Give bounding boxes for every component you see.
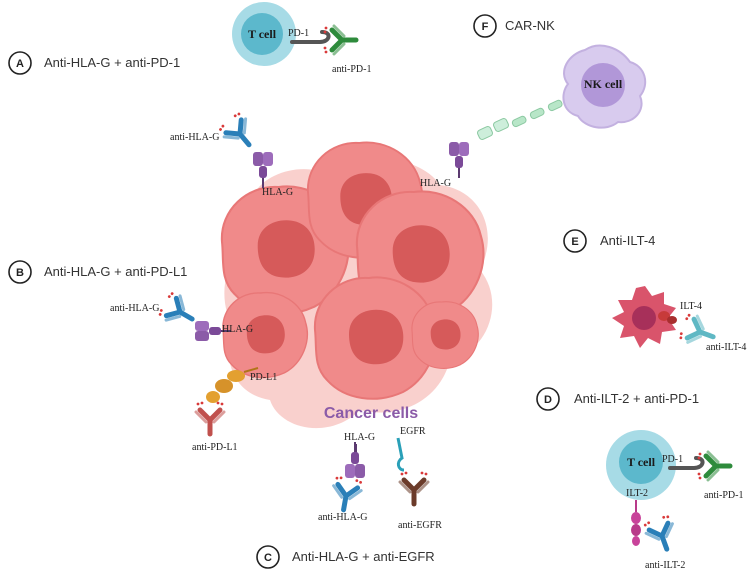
panel-b-badge xyxy=(8,260,32,284)
anti-pd1-label: anti-PD-1 xyxy=(332,64,371,75)
panel-f-title: CAR-NK xyxy=(505,18,555,33)
panel-e: E Anti-ILT-4 ILT-4 anti-ILT-4 xyxy=(563,229,746,353)
car-receptor xyxy=(477,99,563,141)
ilt4-receptor xyxy=(658,311,670,321)
cancer-cell xyxy=(222,291,309,379)
egfr-receptor xyxy=(396,437,405,472)
pd-l1-label: PD-L1 xyxy=(250,372,277,383)
anti-egfr-label: anti-EGFR xyxy=(398,520,442,531)
panel-d-letter: D xyxy=(544,394,552,406)
anti-hla-g-antibody-c xyxy=(330,475,363,512)
cancer-cell xyxy=(411,301,479,369)
anti-ilt2-antibody xyxy=(643,514,680,554)
pd1-label: PD-1 xyxy=(288,28,309,39)
anti-pd-l1-antibody xyxy=(196,402,224,434)
ilt4-cell xyxy=(612,286,676,348)
anti-pd1-label-d: anti-PD-1 xyxy=(704,490,743,501)
ilt2-label: ILT-2 xyxy=(626,488,648,499)
anti-hla-g-label-b: anti-HLA-G xyxy=(110,303,159,314)
panel-a-title: Anti-HLA-G + anti-PD-1 xyxy=(44,55,180,70)
panel-a-letter: A xyxy=(16,58,24,70)
panel-f: F CAR-NK NK cell HLA-G xyxy=(420,14,647,189)
anti-ilt4-label: anti-ILT-4 xyxy=(706,342,746,353)
panel-a-badge xyxy=(8,51,32,75)
panel-c: C Anti-HLA-G + anti-EGFR HLA-G anti-HLA-… xyxy=(256,426,442,569)
panel-e-title: Anti-ILT-4 xyxy=(600,233,655,248)
t-cell-label-d: T cell xyxy=(627,455,656,469)
panel-d-title: Anti-ILT-2 + anti-PD-1 xyxy=(574,391,699,406)
panel-c-letter: C xyxy=(264,552,272,564)
panel-f-letter: F xyxy=(482,21,489,33)
anti-egfr-antibody xyxy=(400,472,428,504)
cancer-cells-label: Cancer cells xyxy=(324,405,418,422)
anti-hla-g-label-c: anti-HLA-G xyxy=(318,512,367,523)
anti-hla-g-label: anti-HLA-G xyxy=(170,132,219,143)
panel-a: A Anti-HLA-G + anti-PD-1 T cell PD-1 ant… xyxy=(8,2,371,75)
hla-g-label-c: HLA-G xyxy=(344,432,375,443)
hla-g-receptor-nk xyxy=(448,141,470,179)
ilt2-receptor xyxy=(631,500,641,546)
anti-pd-l1-label: anti-PD-L1 xyxy=(192,442,238,453)
hla-g-receptor-c xyxy=(344,441,366,479)
hla-g-label-b: HLA-G xyxy=(222,324,253,335)
anti-hla-g-antibody xyxy=(217,111,259,154)
cancer-cluster: Cancer cells xyxy=(220,141,493,429)
panel-d-badge xyxy=(536,387,560,411)
anti-hla-g-antibody-b xyxy=(157,291,199,331)
panel-e-letter: E xyxy=(571,236,578,248)
hla-g-label-nk: HLA-G xyxy=(420,178,451,189)
panel-b: B Anti-HLA-G + anti-PD-L1 anti-HLA-G HLA… xyxy=(8,260,277,453)
egfr-label: EGFR xyxy=(400,426,426,437)
t-cell-label: T cell xyxy=(248,27,277,41)
panel-c-title: Anti-HLA-G + anti-EGFR xyxy=(292,549,435,564)
ilt4-label: ILT-4 xyxy=(680,301,702,312)
panel-f-badge xyxy=(473,14,497,38)
hla-g-label: HLA-G xyxy=(262,187,293,198)
hla-g-top: anti-HLA-G HLA-G xyxy=(170,111,293,198)
panel-b-title: Anti-HLA-G + anti-PD-L1 xyxy=(44,264,187,279)
panel-e-badge xyxy=(563,229,587,253)
panel-d: D Anti-ILT-2 + anti-PD-1 T cell PD-1 ant… xyxy=(536,387,743,571)
nk-cell-label: NK cell xyxy=(584,77,623,91)
panel-c-badge xyxy=(256,545,280,569)
pd-l1-receptor xyxy=(206,367,259,403)
anti-ilt2-label: anti-ILT-2 xyxy=(645,560,685,571)
panel-b-letter: B xyxy=(16,267,24,279)
pd1-label-d: PD-1 xyxy=(662,454,683,465)
